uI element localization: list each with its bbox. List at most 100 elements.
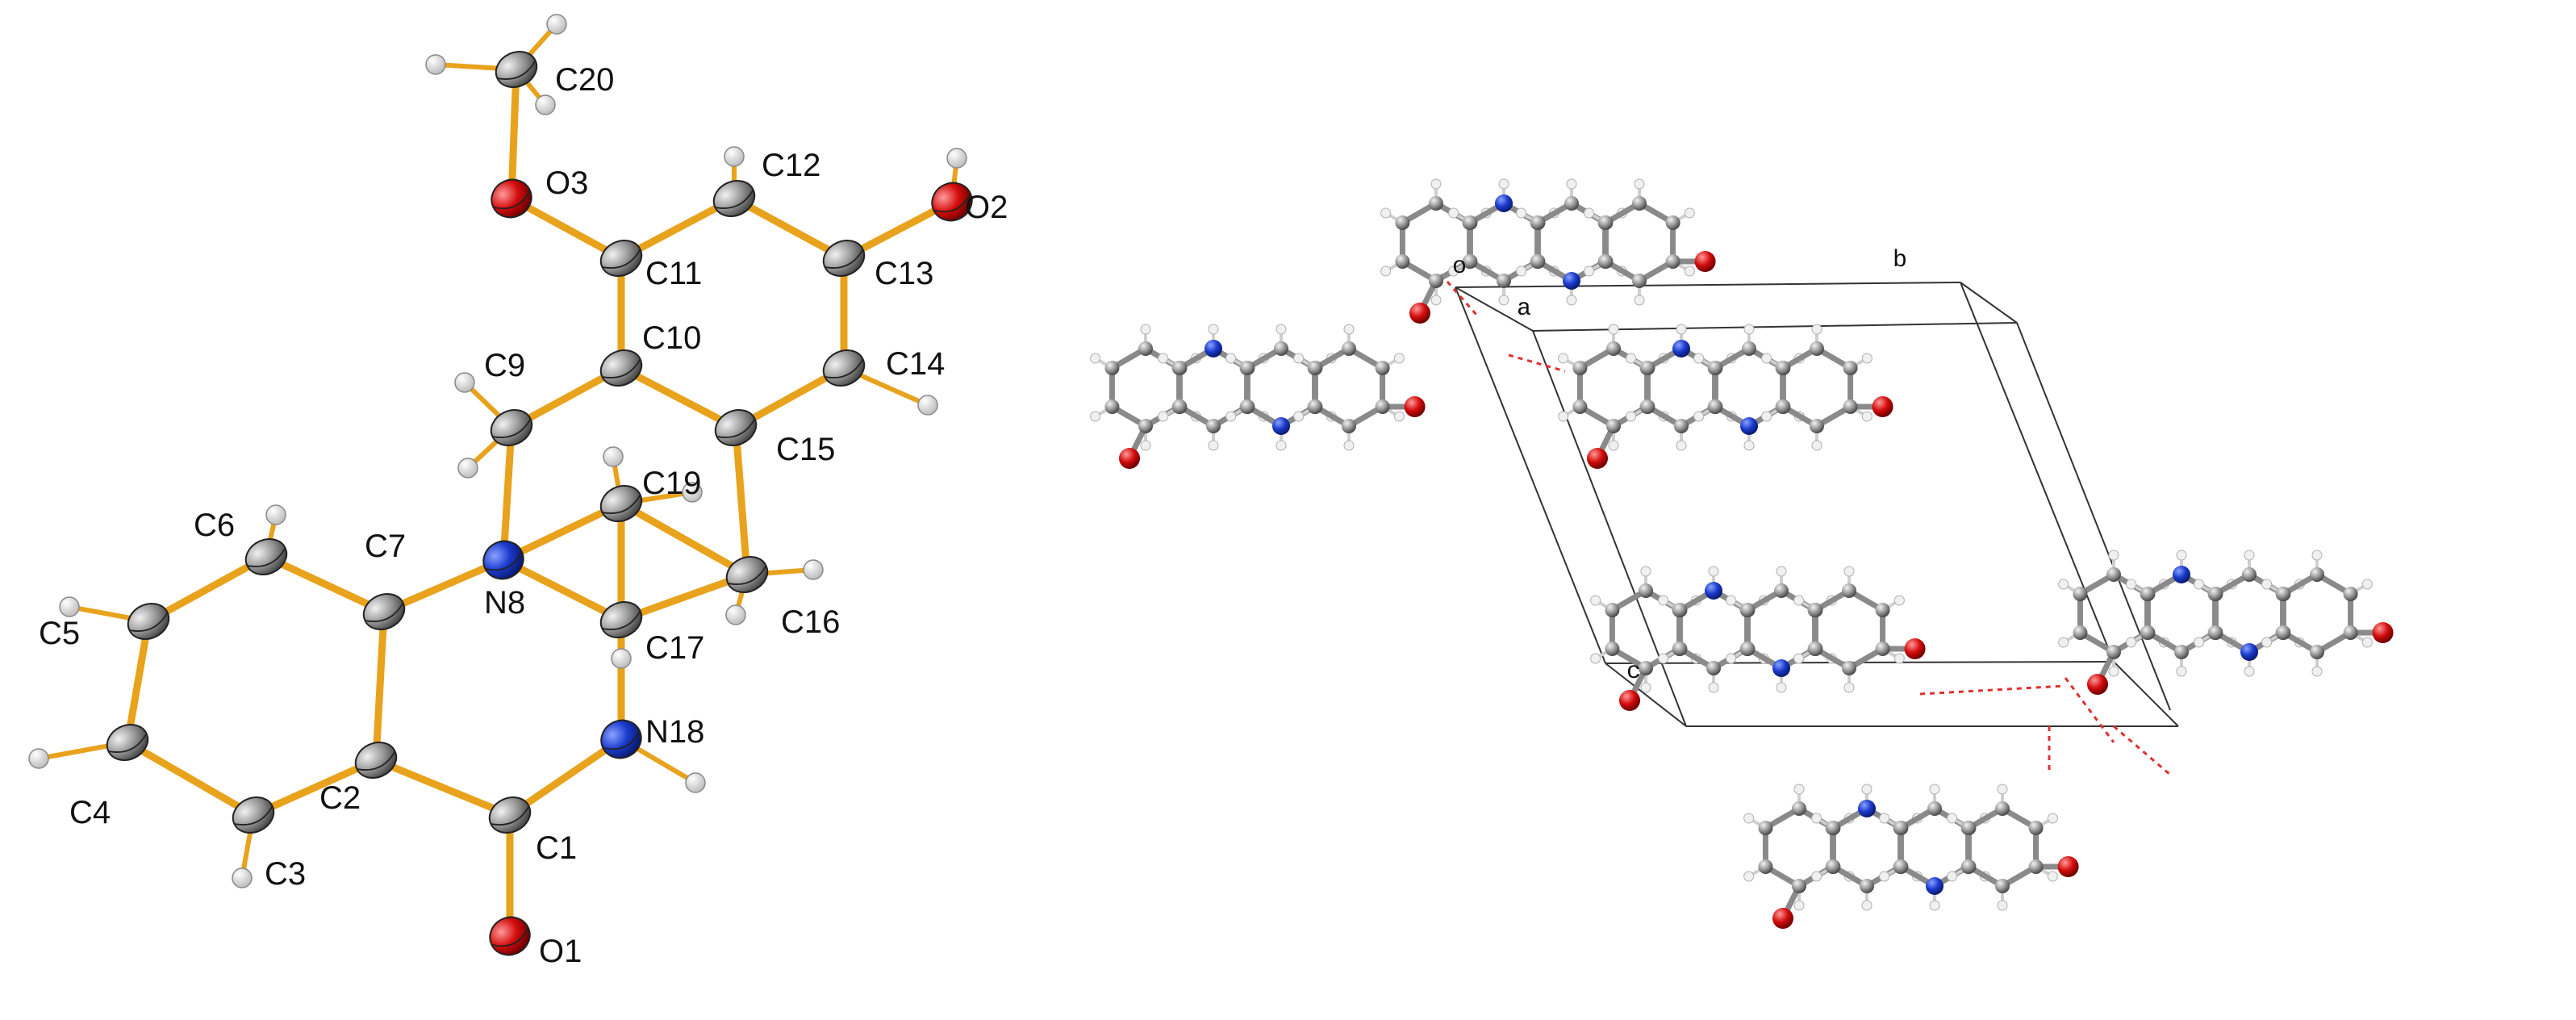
packed-hydrogen bbox=[1843, 682, 1855, 693]
atom-n8 bbox=[482, 540, 524, 580]
packed-carbon bbox=[1792, 801, 1806, 816]
atom-hn18 bbox=[685, 772, 706, 793]
atom-c4 bbox=[106, 724, 149, 761]
packed-hydrogen bbox=[1879, 871, 1890, 882]
packed-carbon bbox=[1240, 399, 1255, 414]
bond-n18-c1 bbox=[506, 735, 625, 819]
axis-label-a: a bbox=[1517, 295, 1531, 323]
packed-hydrogen bbox=[1275, 440, 1287, 451]
packed-carbon bbox=[1961, 821, 1977, 835]
atom-c1-ellipsoid bbox=[488, 796, 532, 834]
packed-carbon bbox=[1606, 341, 1621, 356]
packed-hydrogen bbox=[2126, 579, 2137, 590]
packed-hydrogen bbox=[1634, 295, 1645, 306]
unit-cell-edge-11 bbox=[1605, 663, 1687, 727]
packed-hydrogen bbox=[1743, 813, 1755, 824]
atom-c10-ellipsoid bbox=[599, 349, 643, 387]
packed-hydrogen bbox=[2194, 637, 2205, 648]
packed-hydrogen bbox=[1140, 440, 1151, 451]
packed-hydrogen bbox=[1293, 411, 1305, 422]
hydrogen-bond-4 bbox=[1919, 684, 2066, 696]
packed-hydrogen bbox=[1947, 813, 1958, 824]
packed-carbon bbox=[1463, 254, 1478, 269]
packed-carbon bbox=[1961, 859, 1977, 874]
packed-carbon bbox=[1632, 196, 1647, 211]
packed-carbon bbox=[1792, 879, 1806, 893]
packed-carbon bbox=[1605, 603, 1620, 617]
packed-oxygen bbox=[1694, 251, 1716, 272]
atom-o3-octant-line bbox=[493, 190, 531, 210]
packed-carbon bbox=[2140, 625, 2156, 640]
atom-c3-octant-line bbox=[234, 805, 273, 826]
atom-c19 bbox=[599, 485, 643, 522]
packed-hydrogen bbox=[2047, 871, 2058, 882]
atom-c14 bbox=[822, 349, 866, 387]
packed-carbon bbox=[1640, 399, 1655, 414]
packed-carbon bbox=[1665, 215, 1680, 230]
packed-hydrogen bbox=[1893, 595, 1905, 606]
unit-cell-edge-3 bbox=[1960, 282, 2115, 663]
packed-carbon bbox=[2073, 625, 2088, 640]
packed-hydrogen bbox=[1761, 353, 1772, 364]
packed-oxygen bbox=[1119, 448, 1140, 469]
bond-c19-c16 bbox=[617, 500, 751, 579]
packed-hydrogen bbox=[1811, 440, 1822, 451]
atom-label-c20: C20 bbox=[555, 62, 614, 98]
atom-label-o3: O3 bbox=[545, 165, 588, 201]
atom-label-c9: C9 bbox=[484, 348, 525, 383]
packed-carbon bbox=[2208, 587, 2223, 601]
packed-hydrogen bbox=[1558, 353, 1569, 364]
packed-oxygen bbox=[1772, 908, 1793, 929]
packed-carbon bbox=[2242, 567, 2257, 582]
packed-hydrogen bbox=[1448, 265, 1459, 277]
packed-carbon bbox=[2028, 859, 2044, 874]
atom-ho2 bbox=[946, 148, 967, 169]
atom-c4-octant-line bbox=[108, 733, 148, 753]
atom-c13-octant-line bbox=[825, 249, 864, 269]
atom-c6-ellipsoid bbox=[244, 538, 288, 575]
packed-carbon bbox=[2174, 645, 2189, 659]
atom-h19a bbox=[603, 446, 624, 467]
atom-c15 bbox=[714, 409, 758, 446]
packed-nitrogen bbox=[1563, 272, 1580, 290]
packed-nitrogen bbox=[1672, 340, 1690, 357]
atom-label-c14: C14 bbox=[886, 346, 945, 382]
bond-c17-n8 bbox=[499, 556, 625, 624]
atom-n18-octant-line bbox=[603, 730, 641, 750]
packed-carbon bbox=[2208, 625, 2223, 640]
bond-n8-c9 bbox=[499, 424, 516, 564]
packed-carbon bbox=[1375, 399, 1390, 414]
packed-carbon bbox=[1875, 603, 1890, 617]
packed-hydrogen bbox=[1343, 324, 1355, 335]
packed-hydrogen bbox=[1293, 353, 1305, 364]
packed-carbon bbox=[1308, 361, 1323, 375]
packed-hydrogen bbox=[1380, 207, 1392, 219]
atom-c12 bbox=[712, 180, 756, 217]
packed-carbon bbox=[1842, 661, 1856, 675]
atom-c12-ellipsoid bbox=[712, 180, 756, 217]
atom-c14-octant-line bbox=[825, 358, 864, 378]
packed-hydrogen bbox=[1566, 295, 1577, 306]
packed-carbon bbox=[1706, 661, 1721, 675]
packed-carbon bbox=[1674, 419, 1689, 433]
packed-nitrogen bbox=[1740, 417, 1758, 435]
packed-hydrogen bbox=[1516, 207, 1527, 219]
atom-c1 bbox=[488, 796, 532, 834]
atom-c14-ellipsoid bbox=[822, 349, 866, 387]
packed-oxygen bbox=[1619, 690, 1640, 711]
packed-hydrogen bbox=[1090, 353, 1101, 364]
packed-nitrogen bbox=[1705, 582, 1722, 600]
packed-hydrogen bbox=[2194, 579, 2205, 590]
atom-label-c10: C10 bbox=[642, 320, 701, 356]
packed-oxygen bbox=[1872, 396, 1893, 417]
atom-c5-ellipsoid bbox=[127, 603, 170, 640]
atom-n18 bbox=[600, 719, 642, 759]
atom-c12-octant-line bbox=[715, 189, 754, 209]
packed-hydrogen bbox=[1158, 353, 1169, 364]
atom-c10 bbox=[599, 349, 643, 387]
packed-carbon bbox=[1995, 801, 2010, 816]
packed-hydrogen bbox=[2261, 637, 2273, 648]
atom-h16a bbox=[803, 559, 824, 580]
packed-carbon bbox=[1640, 361, 1655, 375]
